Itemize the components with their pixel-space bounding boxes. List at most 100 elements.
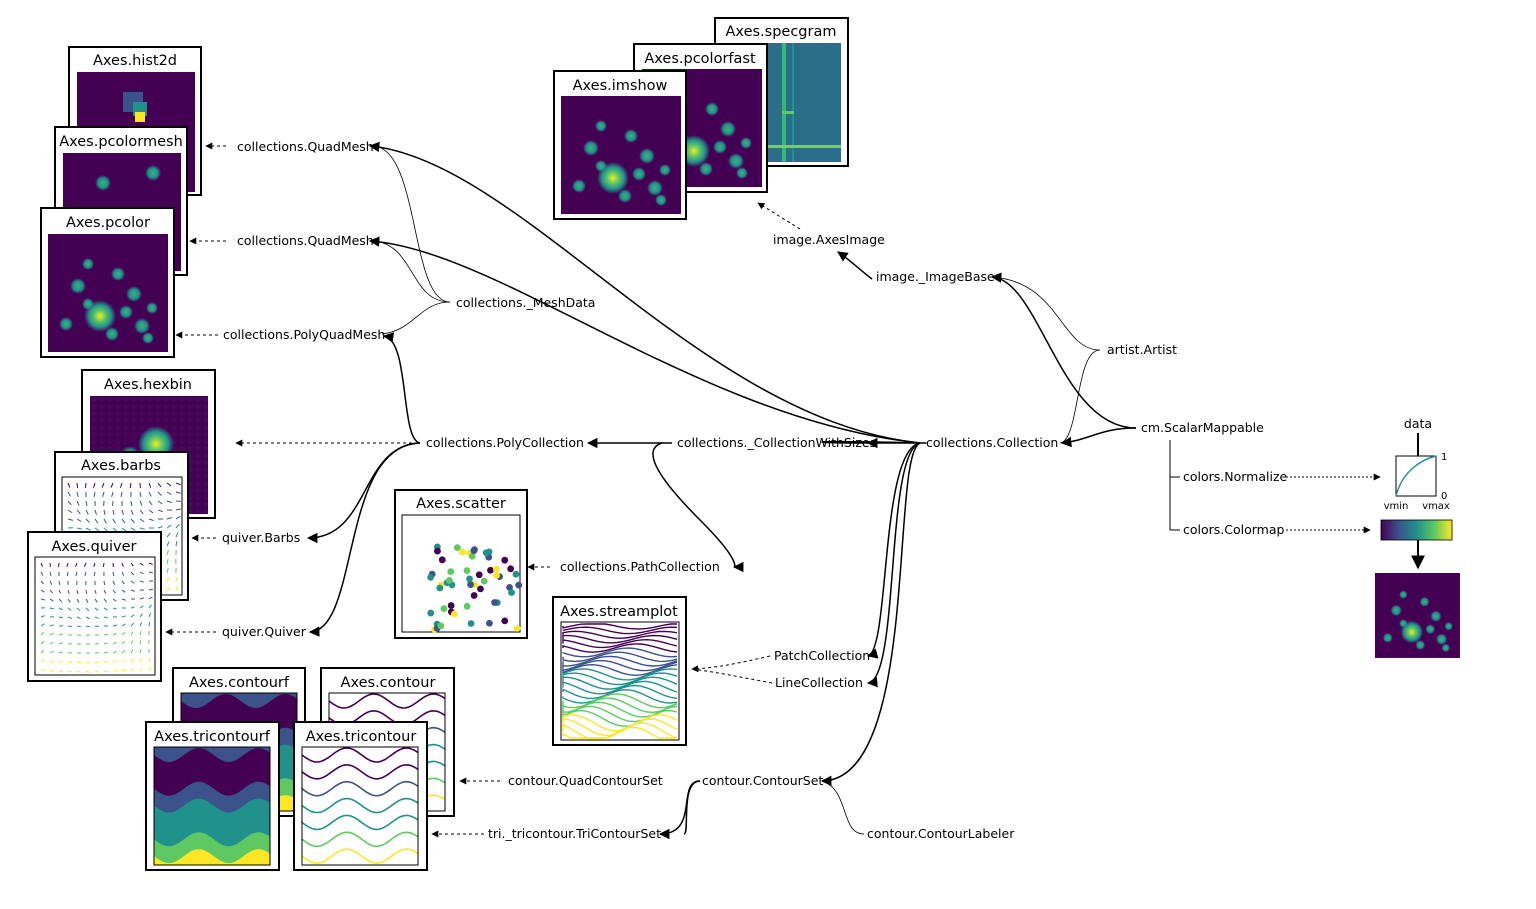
scatter-point xyxy=(507,565,514,572)
scatter-point xyxy=(437,623,444,630)
panel-pcolor: Axes.pcolor xyxy=(41,208,174,357)
scatter-point xyxy=(446,577,453,584)
label-pathcollection: collections.PathCollection xyxy=(560,559,720,574)
panel-hexbin-title: Axes.hexbin xyxy=(104,377,192,393)
panel-tricontour-title: Axes.tricontour xyxy=(306,729,417,745)
panel-pcolor-title: Axes.pcolor xyxy=(66,215,150,231)
scatter-point xyxy=(427,610,434,617)
label-polyquadmesh: collections.PolyQuadMesh xyxy=(223,327,385,342)
scatter-point xyxy=(441,605,448,612)
scatter-point xyxy=(471,547,478,554)
label-linecollection: LineCollection xyxy=(775,675,863,690)
scatter-point xyxy=(514,625,521,632)
scatter-point xyxy=(454,544,461,551)
colormap-bar xyxy=(1381,520,1452,540)
label-artist: artist.Artist xyxy=(1107,342,1177,357)
vector-mark xyxy=(77,662,81,663)
vector-mark xyxy=(77,483,78,488)
vector-mark xyxy=(104,581,105,585)
label-scalarmappable: cm.ScalarMappable xyxy=(1141,420,1264,435)
scatter-point xyxy=(493,572,500,579)
vector-mark xyxy=(149,622,150,626)
panel-imshow-title: Axes.imshow xyxy=(573,78,668,94)
label-quadmesh-1: collections.QuadMesh xyxy=(237,139,374,154)
scatter-point xyxy=(515,582,522,589)
scatter-point xyxy=(434,548,441,555)
label-polycollection: collections.PolyCollection xyxy=(426,435,584,450)
scatter-point xyxy=(513,571,520,578)
panel-quiver: Axes.quiver xyxy=(28,532,161,681)
label-normalize: colors.Normalize xyxy=(1183,469,1288,484)
panel-contour-title: Axes.contour xyxy=(341,675,436,691)
label-axesimage: image.AxesImage xyxy=(773,232,885,247)
label-collection: collections.Collection xyxy=(926,435,1058,450)
panel-scatter-title: Axes.scatter xyxy=(416,496,506,512)
scatter-point xyxy=(427,574,434,581)
panel-tricontourf: Axes.tricontourf xyxy=(146,722,279,870)
scatter-point xyxy=(508,589,515,596)
panel-hist2d-title: Axes.hist2d xyxy=(93,53,177,69)
scatter-point xyxy=(436,585,443,592)
vector-mark xyxy=(103,563,104,567)
contour-bg xyxy=(302,747,418,865)
panel-imshow: Axes.imshow xyxy=(554,71,686,219)
panel-tricontour: Axes.tricontour xyxy=(294,722,427,870)
scatter-point xyxy=(491,599,498,606)
scatter-point xyxy=(487,567,494,574)
panel-tricontourf-title: Axes.tricontourf xyxy=(154,729,271,745)
scatter-point xyxy=(481,578,488,585)
vector-mark xyxy=(85,483,86,488)
vector-mark xyxy=(104,671,108,672)
scatter-point xyxy=(493,566,500,573)
panel-pcolormesh-title: Axes.pcolormesh xyxy=(59,134,183,150)
norm-y-top: 1 xyxy=(1441,452,1447,463)
vector-mark xyxy=(176,577,177,582)
label-colormap: colors.Colormap xyxy=(1183,522,1285,537)
panel-pcolorfast-title: Axes.pcolorfast xyxy=(644,51,756,67)
vector-mark xyxy=(149,658,150,662)
label-barbs: quiver.Barbs xyxy=(222,530,300,545)
scatter-point xyxy=(451,611,458,618)
label-quadmesh-2: collections.QuadMesh xyxy=(237,233,374,248)
panel-streamplot: Axes.streamplot xyxy=(553,597,686,745)
norm-vmin: vmin xyxy=(1384,501,1409,512)
scatter-point xyxy=(476,571,483,578)
scatter-point xyxy=(464,567,471,574)
label-meshdata: collections._MeshData xyxy=(456,295,595,310)
data-label: data xyxy=(1404,416,1432,431)
norm-vmax: vmax xyxy=(1422,501,1450,512)
panel-barbs-title: Axes.barbs xyxy=(81,458,161,474)
scatter-point xyxy=(483,549,490,556)
scatter-point xyxy=(468,620,475,627)
panel-streamplot-title: Axes.streamplot xyxy=(560,604,678,620)
panel-specgram-title: Axes.specgram xyxy=(726,24,837,40)
panel-quiver-title: Axes.quiver xyxy=(51,539,136,555)
label-imagebase: image._ImageBase xyxy=(876,269,995,284)
scatter-point xyxy=(501,617,508,624)
vector-mark xyxy=(67,572,68,576)
scatter-point xyxy=(448,602,455,609)
scatter-point xyxy=(471,592,478,599)
panel-scatter: Axes.scatter xyxy=(395,490,527,638)
vector-mark xyxy=(95,626,99,627)
label-collectionwithsizes: collections._CollectionWithSizes xyxy=(677,435,876,450)
scatter-point xyxy=(464,603,471,610)
normalize-widget: data 1 0 vmin vmax xyxy=(1384,416,1450,512)
label-contourset: contour.ContourSet xyxy=(702,773,823,788)
label-tricontourset: tri._tricontour.TriContourSet xyxy=(488,826,661,841)
output-image xyxy=(1375,573,1460,658)
scatter-point xyxy=(466,576,473,583)
scatter-point xyxy=(501,557,508,564)
label-contourlabeler: contour.ContourLabeler xyxy=(867,826,1015,841)
scatter-point xyxy=(439,556,446,563)
panel-contourf-title: Axes.contourf xyxy=(189,675,290,691)
scatter-point xyxy=(486,620,493,627)
scatter-point xyxy=(447,568,454,575)
label-patchcollection: PatchCollection xyxy=(774,648,870,663)
vector-mark xyxy=(59,617,63,618)
label-quadcontourset: contour.QuadContourSet xyxy=(508,773,663,788)
scatter-point xyxy=(477,585,484,592)
label-quiver: quiver.Quiver xyxy=(222,624,307,639)
